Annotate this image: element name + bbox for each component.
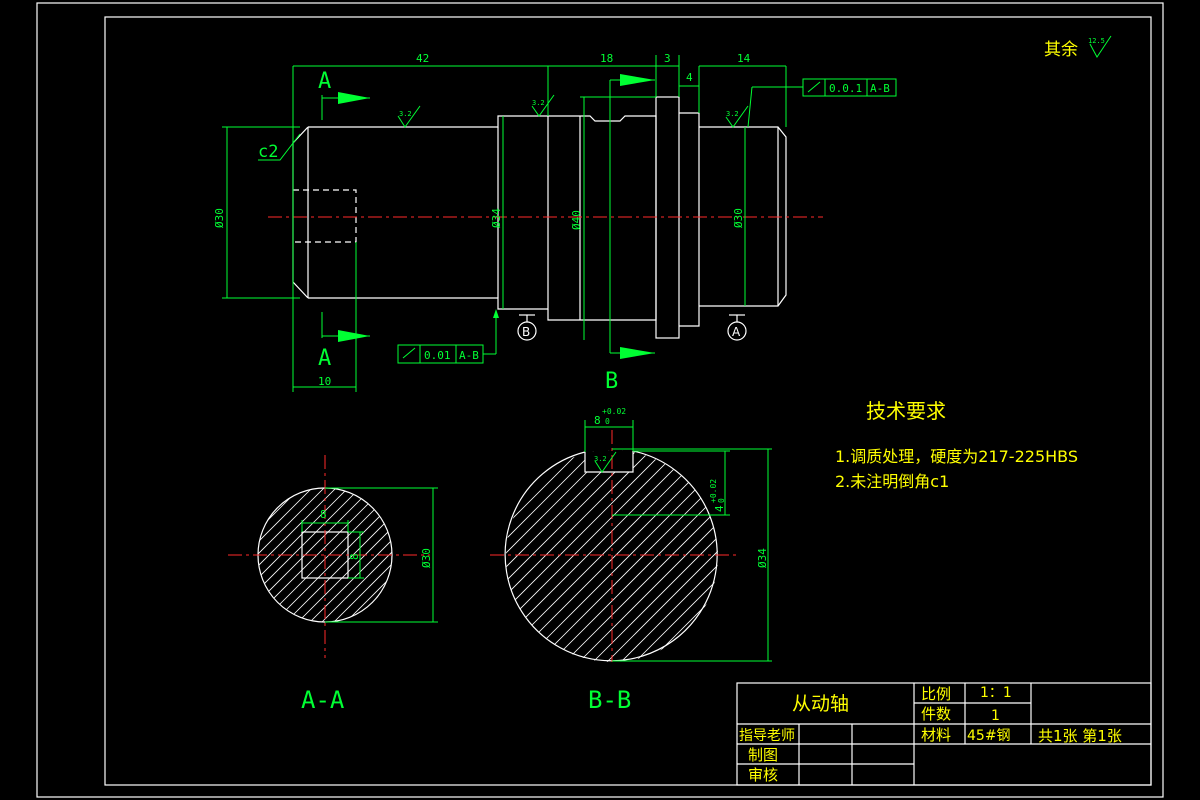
- roughness-mark-3: 3.2: [725, 105, 749, 128]
- general-roughness-label: 其余: [1044, 40, 1078, 60]
- tech-requirement-2: 2.未注明倒角c1: [835, 472, 949, 491]
- tolerance-frame-top: 0.0.1 A-B: [747, 78, 897, 128]
- section-a-top-label: A: [318, 69, 331, 94]
- tolerance-frame-bottom: 0.01 A-B: [397, 309, 499, 364]
- material-label: 材料: [921, 726, 951, 744]
- svg-text:B: B: [522, 325, 530, 339]
- sec-a-dim-8-width: 8: [320, 508, 327, 521]
- svg-text:0.01: 0.01: [424, 349, 451, 362]
- section-b-markers: [609, 74, 655, 359]
- drawn-by-label: 制图: [748, 746, 778, 764]
- hatch-line: [506, 450, 643, 662]
- checked-by-label: 审核: [748, 766, 778, 784]
- scale-label: 比例: [921, 685, 951, 703]
- part-name: 从动轴: [792, 693, 849, 715]
- outer-border: [36, 2, 1164, 798]
- hatch-line: [258, 488, 340, 622]
- svg-text:A: A: [732, 325, 741, 339]
- svg-text:3.2: 3.2: [594, 455, 607, 463]
- hatch-line: [506, 450, 587, 662]
- svg-text:12.5: 12.5: [1088, 37, 1105, 45]
- dim-14: 14: [737, 52, 751, 65]
- sec-b-tol-upper: +0.02: [602, 407, 626, 416]
- sec-a-dim-8-height: 8: [348, 553, 361, 560]
- sec-b-dim-4: 4: [713, 505, 726, 512]
- tech-requirements-title: 技术要求: [866, 399, 946, 423]
- svg-text:A-B: A-B: [870, 82, 890, 95]
- hatch-line: [306, 488, 392, 622]
- inner-border: [104, 16, 1152, 786]
- hatch-line: [258, 488, 364, 622]
- diameter-dimensions: [222, 96, 746, 340]
- hatch-line: [342, 488, 392, 622]
- chamfer-label: c2: [258, 142, 278, 162]
- dim-3: 3: [664, 52, 671, 65]
- datum-a: A: [727, 314, 747, 341]
- sheet-info: 共1张 第1张: [1038, 727, 1122, 745]
- title-block: [736, 682, 1152, 786]
- svg-text:0.0.1: 0.0.1: [829, 82, 862, 95]
- scale-value: 1：1: [980, 685, 1012, 701]
- hatch-line: [258, 488, 316, 622]
- hatch-line: [617, 450, 719, 662]
- sec-b-4-tol-lower: 0: [717, 498, 726, 503]
- length-dimensions: [292, 55, 787, 392]
- section-bb-label: B-B: [588, 686, 631, 714]
- advisor-label: 指导老师: [739, 728, 795, 744]
- svg-text:A-B: A-B: [459, 349, 479, 362]
- dim-dia40: Ø40: [570, 210, 583, 230]
- dim-dia30-right: Ø30: [732, 208, 745, 228]
- hatch-line: [506, 450, 615, 662]
- dim-4: 4: [686, 71, 693, 84]
- svg-text:3.2: 3.2: [726, 110, 739, 118]
- hatch-line: [258, 488, 292, 622]
- quantity-label: 件数: [921, 705, 951, 723]
- hatch-line: [603, 450, 719, 662]
- hatch-line: [645, 450, 719, 662]
- quantity-value: 1: [991, 708, 1000, 724]
- section-b-label: B: [605, 369, 618, 394]
- hatch-line: [631, 450, 719, 662]
- tech-requirement-1: 1.调质处理，硬度为217-225HBS: [835, 447, 1078, 466]
- hatch-line: [258, 488, 304, 622]
- dim-42: 42: [416, 52, 429, 65]
- dim-dia34: Ø34: [490, 208, 503, 228]
- hatch-line: [258, 488, 328, 622]
- general-roughness-symbol: 12.5: [1088, 35, 1112, 58]
- dim-dia30-left: Ø30: [213, 208, 226, 228]
- roughness-mark-1: 3.2: [397, 105, 421, 128]
- hatch-line: [330, 488, 392, 622]
- dim-18: 18: [600, 52, 613, 65]
- sec-b-dim-8: 8: [594, 414, 601, 427]
- hatch-line: [506, 450, 601, 662]
- svg-text:3.2: 3.2: [399, 110, 412, 118]
- sec-b-4-tol-upper: +0.02: [709, 479, 718, 503]
- section-a-markers: [321, 92, 370, 342]
- material-value: 45#钢: [967, 728, 1011, 744]
- dim-10: 10: [318, 375, 331, 388]
- roughness-mark-2: 3.2: [531, 94, 555, 117]
- sec-a-dim-dia30: Ø30: [420, 548, 433, 568]
- section-a-bottom-label: A: [318, 346, 331, 371]
- section-aa-label: A-A: [301, 686, 345, 714]
- section-aa: [228, 455, 438, 658]
- svg-text:3.2: 3.2: [532, 99, 545, 107]
- datum-b: B: [517, 314, 537, 341]
- sec-b-dim-dia34: Ø34: [756, 548, 769, 568]
- sec-b-tol-lower: 0: [605, 417, 610, 426]
